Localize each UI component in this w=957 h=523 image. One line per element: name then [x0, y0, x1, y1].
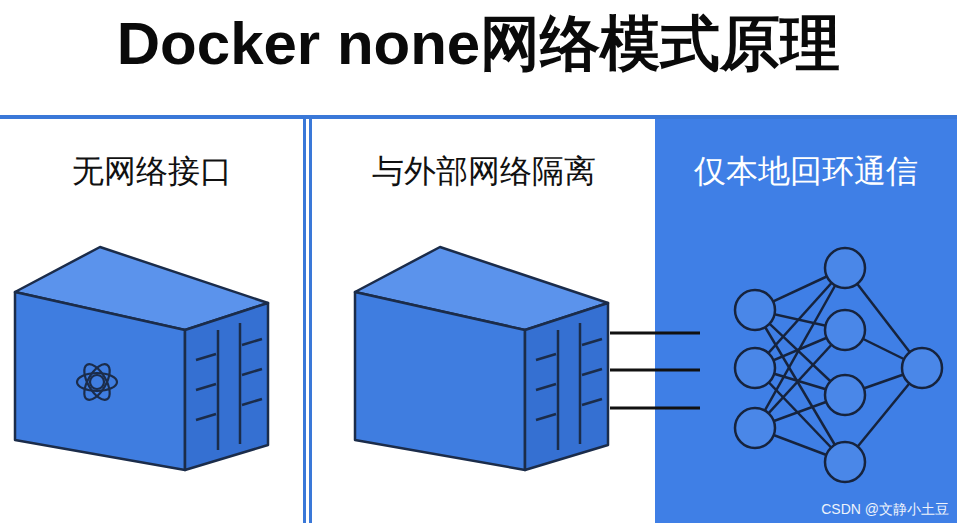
panel-heading: 与外部网络隔离	[312, 149, 655, 193]
rib	[536, 354, 556, 360]
network-neuron	[825, 248, 865, 288]
network-neuron	[825, 442, 865, 482]
container-ribs	[196, 323, 262, 450]
container-ribs	[536, 323, 602, 450]
cut-wires	[610, 333, 700, 408]
rib	[196, 354, 216, 360]
rib	[217, 330, 220, 450]
network-neuron	[735, 408, 775, 448]
rib	[196, 384, 216, 390]
wire	[610, 332, 700, 335]
logo-icon	[77, 360, 117, 404]
blue-panel	[655, 118, 957, 523]
network-graph	[735, 248, 942, 482]
wire	[610, 407, 700, 410]
watermark: CSDN @文静小土豆	[821, 501, 949, 519]
container-side	[525, 303, 608, 470]
wire	[610, 369, 700, 372]
container-front	[355, 292, 525, 470]
rib	[582, 369, 602, 375]
panel-band: 仅本地回环通信	[655, 119, 957, 523]
rib	[196, 414, 216, 420]
panel-heading: 无网络接口	[0, 149, 303, 193]
rib	[582, 339, 602, 345]
logo-loop	[79, 360, 115, 404]
panel-band: 无网络接口	[0, 119, 303, 523]
rib	[557, 330, 560, 450]
rib	[239, 323, 242, 444]
network-neuron	[735, 348, 775, 388]
rib	[579, 323, 582, 444]
rib	[242, 339, 262, 345]
divider-line	[0, 115, 957, 119]
rib	[242, 399, 262, 405]
rib	[242, 369, 262, 375]
container-box	[15, 247, 268, 470]
container-side	[185, 303, 268, 470]
network-neuron	[735, 290, 775, 330]
network-neuron	[825, 375, 865, 415]
rib	[536, 384, 556, 390]
container-box	[355, 247, 608, 470]
network-neuron	[902, 348, 942, 388]
logo-loop	[77, 373, 117, 391]
rib	[582, 399, 602, 405]
rib	[536, 414, 556, 420]
divider-line	[303, 118, 306, 523]
divider-line	[309, 118, 312, 523]
container-front	[15, 292, 185, 470]
logo-core	[90, 375, 104, 389]
diagram-title: Docker none网络模式原理	[0, 4, 957, 84]
network-neuron	[825, 310, 865, 350]
logo-loop	[79, 360, 115, 404]
panel-heading: 仅本地回环通信	[655, 149, 957, 193]
panel-band: 与外部网络隔离	[312, 119, 655, 523]
